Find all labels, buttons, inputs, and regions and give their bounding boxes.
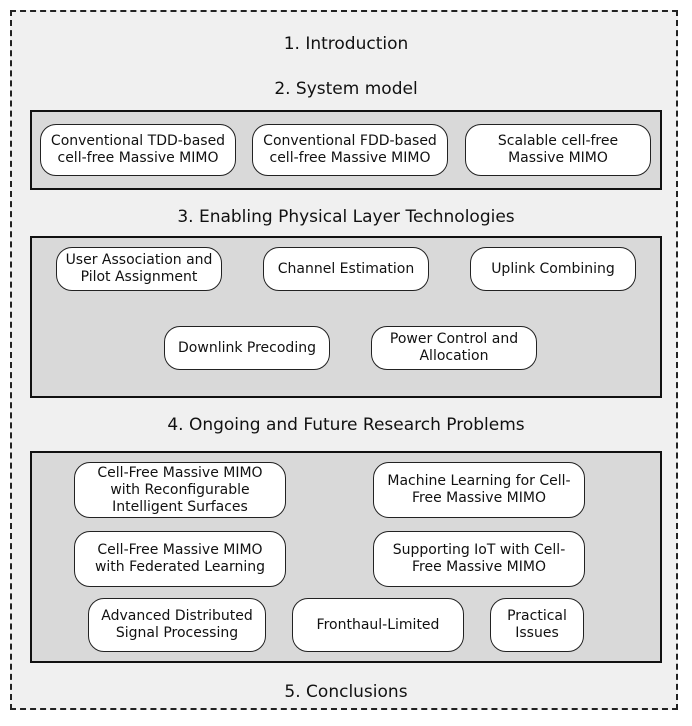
section-enabling-technologies: 3. Enabling Physical Layer Technologies <box>177 207 515 227</box>
tdd-cell-free-box: Conventional TDD-based cell-free Massive… <box>40 124 236 176</box>
section-conclusions: 5. Conclusions <box>284 682 408 702</box>
power-control-box: Power Control and Allocation <box>371 326 537 370</box>
scalable-cell-free-box: Scalable cell-free Massive MIMO <box>465 124 651 176</box>
machine-learning-box: Machine Learning for Cell- Free Massive … <box>373 462 585 518</box>
iot-cell-free-box: Supporting IoT with Cell- Free Massive M… <box>373 531 585 587</box>
practical-issues-box: Practical Issues <box>490 598 584 652</box>
distributed-processing-box: Advanced Distributed Signal Processing <box>88 598 266 652</box>
channel-estimation-box: Channel Estimation <box>263 247 429 291</box>
section-system-model: 2. System model <box>274 79 418 99</box>
uplink-combining-box: Uplink Combining <box>470 247 636 291</box>
section-ongoing-research: 4. Ongoing and Future Research Problems <box>167 415 525 435</box>
ris-cell-free-box: Cell-Free Massive MIMO with Reconfigurab… <box>74 462 286 518</box>
fdd-cell-free-box: Conventional FDD-based cell-free Massive… <box>252 124 448 176</box>
downlink-precoding-box: Downlink Precoding <box>164 326 330 370</box>
user-association-box: User Association and Pilot Assignment <box>56 247 222 291</box>
section-introduction: 1. Introduction <box>283 34 409 54</box>
federated-learning-box: Cell-Free Massive MIMO with Federated Le… <box>74 531 286 587</box>
fronthaul-limited-box: Fronthaul-Limited <box>292 598 464 652</box>
